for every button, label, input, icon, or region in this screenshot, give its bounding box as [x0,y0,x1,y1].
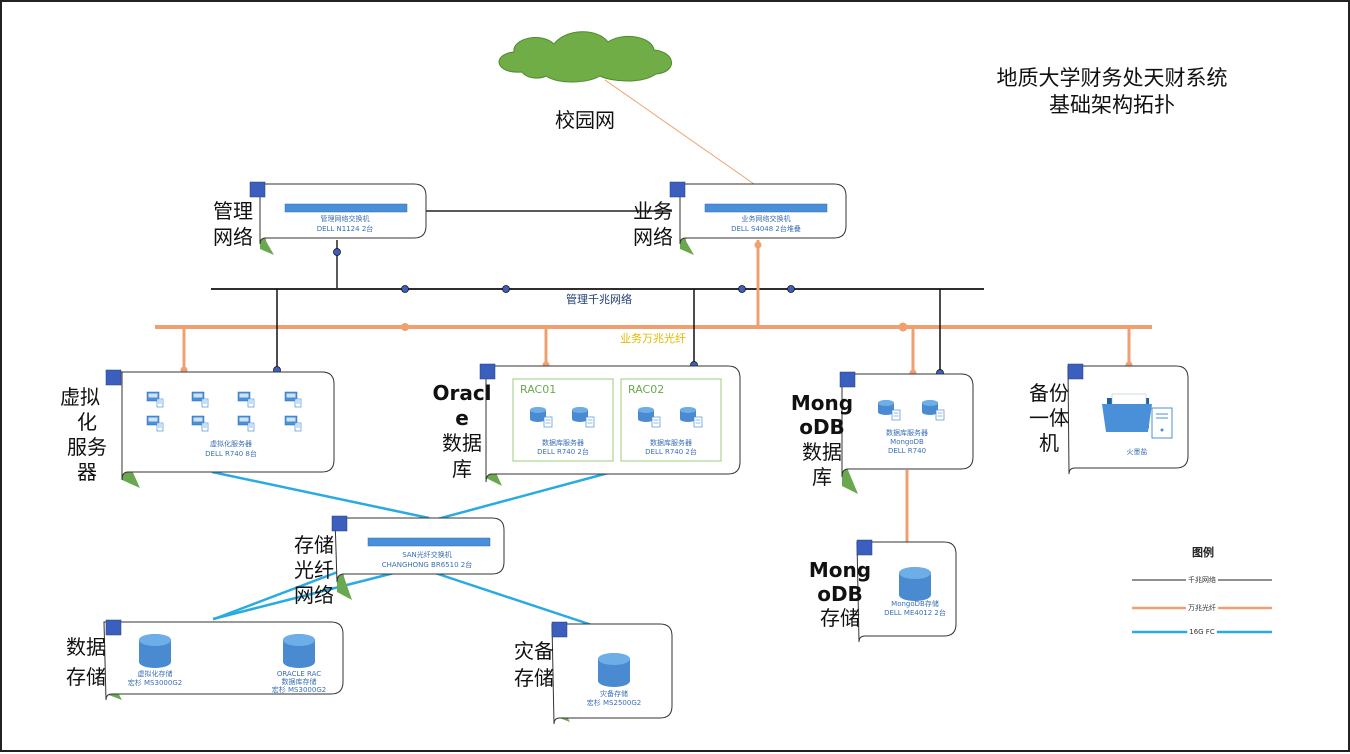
rac01-group [512,378,614,462]
svg-text:火墨盐: 火墨盐 [1127,447,1148,456]
svg-text:RAC01: RAC01 [520,383,556,396]
svg-text:数据: 数据 [802,440,842,464]
svg-text:DELL N1124 2台: DELL N1124 2台 [317,224,374,233]
legend-label-gigabit: 千兆网络 [1188,575,1216,584]
switch-icon [704,203,828,213]
svg-text:MongoDB存储: MongoDB存储 [891,599,939,608]
legend: 图例 千兆网络 万兆光纤 16G FC [1132,545,1272,636]
svg-text:RAC02: RAC02 [628,383,664,396]
svg-text:虚拟化服务器: 虚拟化服务器 [210,439,252,448]
virtualization-server-node[interactable]: 虚拟化服务器 DELL R740 8台 [105,369,335,488]
svg-text:服务: 服务 [67,435,107,459]
svg-text:库: 库 [452,457,472,481]
svg-text:存储: 存储 [66,665,106,689]
svg-text:数据: 数据 [442,431,482,455]
svg-text:ORACLE RAC: ORACLE RAC [277,670,321,678]
svg-text:灾备存储: 灾备存储 [600,689,628,698]
svg-text:管理网络交换机: 管理网络交换机 [321,214,370,223]
svg-text:虚拟化存储: 虚拟化存储 [138,669,173,678]
svg-text:业务: 业务 [633,199,673,223]
svg-text:oDB: oDB [799,415,845,439]
oracle-database-node[interactable]: RAC01 RAC02 数据库服务器 DELL R740 2台 数据库服务器 D… [479,363,741,486]
svg-text:Mong: Mong [809,558,871,582]
svg-text:数据库服务器: 数据库服务器 [650,438,692,447]
mongodb-database-node[interactable]: 数据库服务器 MongoDB DELL R740 [839,371,974,494]
svg-text:管理: 管理 [213,199,253,223]
svg-text:备份: 备份 [1029,381,1069,405]
diagram-title-line2: 基础架构拓扑 [1049,93,1175,117]
switch-icon [284,203,408,213]
svg-text:网络: 网络 [213,225,253,249]
svg-text:存储: 存储 [514,666,554,690]
legend-label-fc: 16G FC [1189,628,1215,636]
campus-cloud-icon [498,31,672,83]
svg-text:e: e [455,406,469,430]
switch-icon [367,537,491,547]
svg-text:一体: 一体 [1029,406,1069,430]
gigabit-bus-label: 管理千兆网络 [566,292,632,306]
mgmt-switch-node[interactable]: 管理网络交换机 DELL N1124 2台 [249,181,427,255]
svg-text:宏杉 MS3000G2: 宏杉 MS3000G2 [128,678,182,687]
svg-text:存储: 存储 [294,533,334,557]
svg-text:DELL R740 2台: DELL R740 2台 [645,447,697,456]
svg-text:DELL R740: DELL R740 [888,447,926,455]
svg-text:灾备: 灾备 [514,639,554,663]
svg-text:业务网络交换机: 业务网络交换机 [742,214,791,223]
svg-text:器: 器 [77,460,97,484]
svg-text:DELL S4048 2台堆叠: DELL S4048 2台堆叠 [731,224,801,233]
svg-text:DELL R740 8台: DELL R740 8台 [205,449,257,458]
svg-text:Mong: Mong [791,391,853,415]
connections [155,79,1152,634]
svg-text:Oracl: Oracl [432,381,491,405]
svg-text:宏杉 MS2500G2: 宏杉 MS2500G2 [587,698,641,707]
svg-text:MongoDB: MongoDB [890,438,924,446]
storage-icon [598,653,630,687]
svg-text:网络: 网络 [294,583,334,607]
tengig-bus-label: 业务万兆光纤 [620,331,686,345]
data-storage-node[interactable]: 虚拟化存储 宏杉 MS3000G2 ORACLE RAC 数据库存储 宏杉 MS… [103,619,344,701]
dr-storage-node[interactable]: 灾备存储 宏杉 MS2500G2 [551,621,673,725]
svg-text:SAN光纤交换机: SAN光纤交换机 [402,550,452,559]
san-switch-node[interactable]: SAN光纤交换机 CHANGHONG BR6510 2台 [331,515,505,600]
svg-text:机: 机 [1039,431,1059,455]
svg-text:光纤: 光纤 [294,558,334,582]
svg-text:CHANGHONG BR6510 2台: CHANGHONG BR6510 2台 [382,560,472,569]
storage-icon [899,567,931,601]
folder-icon [1102,393,1152,432]
biz-switch-node[interactable]: 业务网络交换机 DELL S4048 2台堆叠 [669,181,847,255]
backup-appliance-node[interactable]: 火墨盐 [1067,363,1189,475]
tower-server-icon [1151,407,1173,439]
rac02-group [620,378,722,462]
svg-text:DELL ME4012 2台: DELL ME4012 2台 [884,608,946,617]
legend-title: 图例 [1192,545,1214,559]
svg-text:数据库存储: 数据库存储 [282,677,317,686]
svg-text:oDB: oDB [817,582,863,606]
svg-text:网络: 网络 [633,225,673,249]
mongodb-storage-node[interactable]: MongoDB存储 DELL ME4012 2台 [856,539,957,643]
campus-uplink [604,79,755,185]
svg-text:数据: 数据 [66,635,106,659]
svg-text:宏杉 MS3000G2: 宏杉 MS3000G2 [272,685,326,694]
svg-text:数据库服务器: 数据库服务器 [542,438,584,447]
svg-text:化: 化 [77,410,97,434]
svg-text:DELL R740 2台: DELL R740 2台 [537,447,589,456]
svg-text:虚拟: 虚拟 [60,385,100,409]
legend-label-tengig: 万兆光纤 [1188,603,1216,612]
svg-text:存储: 存储 [820,606,860,630]
svg-text:数据库服务器: 数据库服务器 [886,428,928,437]
storage-icon [139,634,171,668]
svg-text:库: 库 [812,465,832,489]
campus-network-label: 校园网 [555,108,615,132]
diagram-title-line1: 地质大学财务处天财系统 [997,66,1228,90]
